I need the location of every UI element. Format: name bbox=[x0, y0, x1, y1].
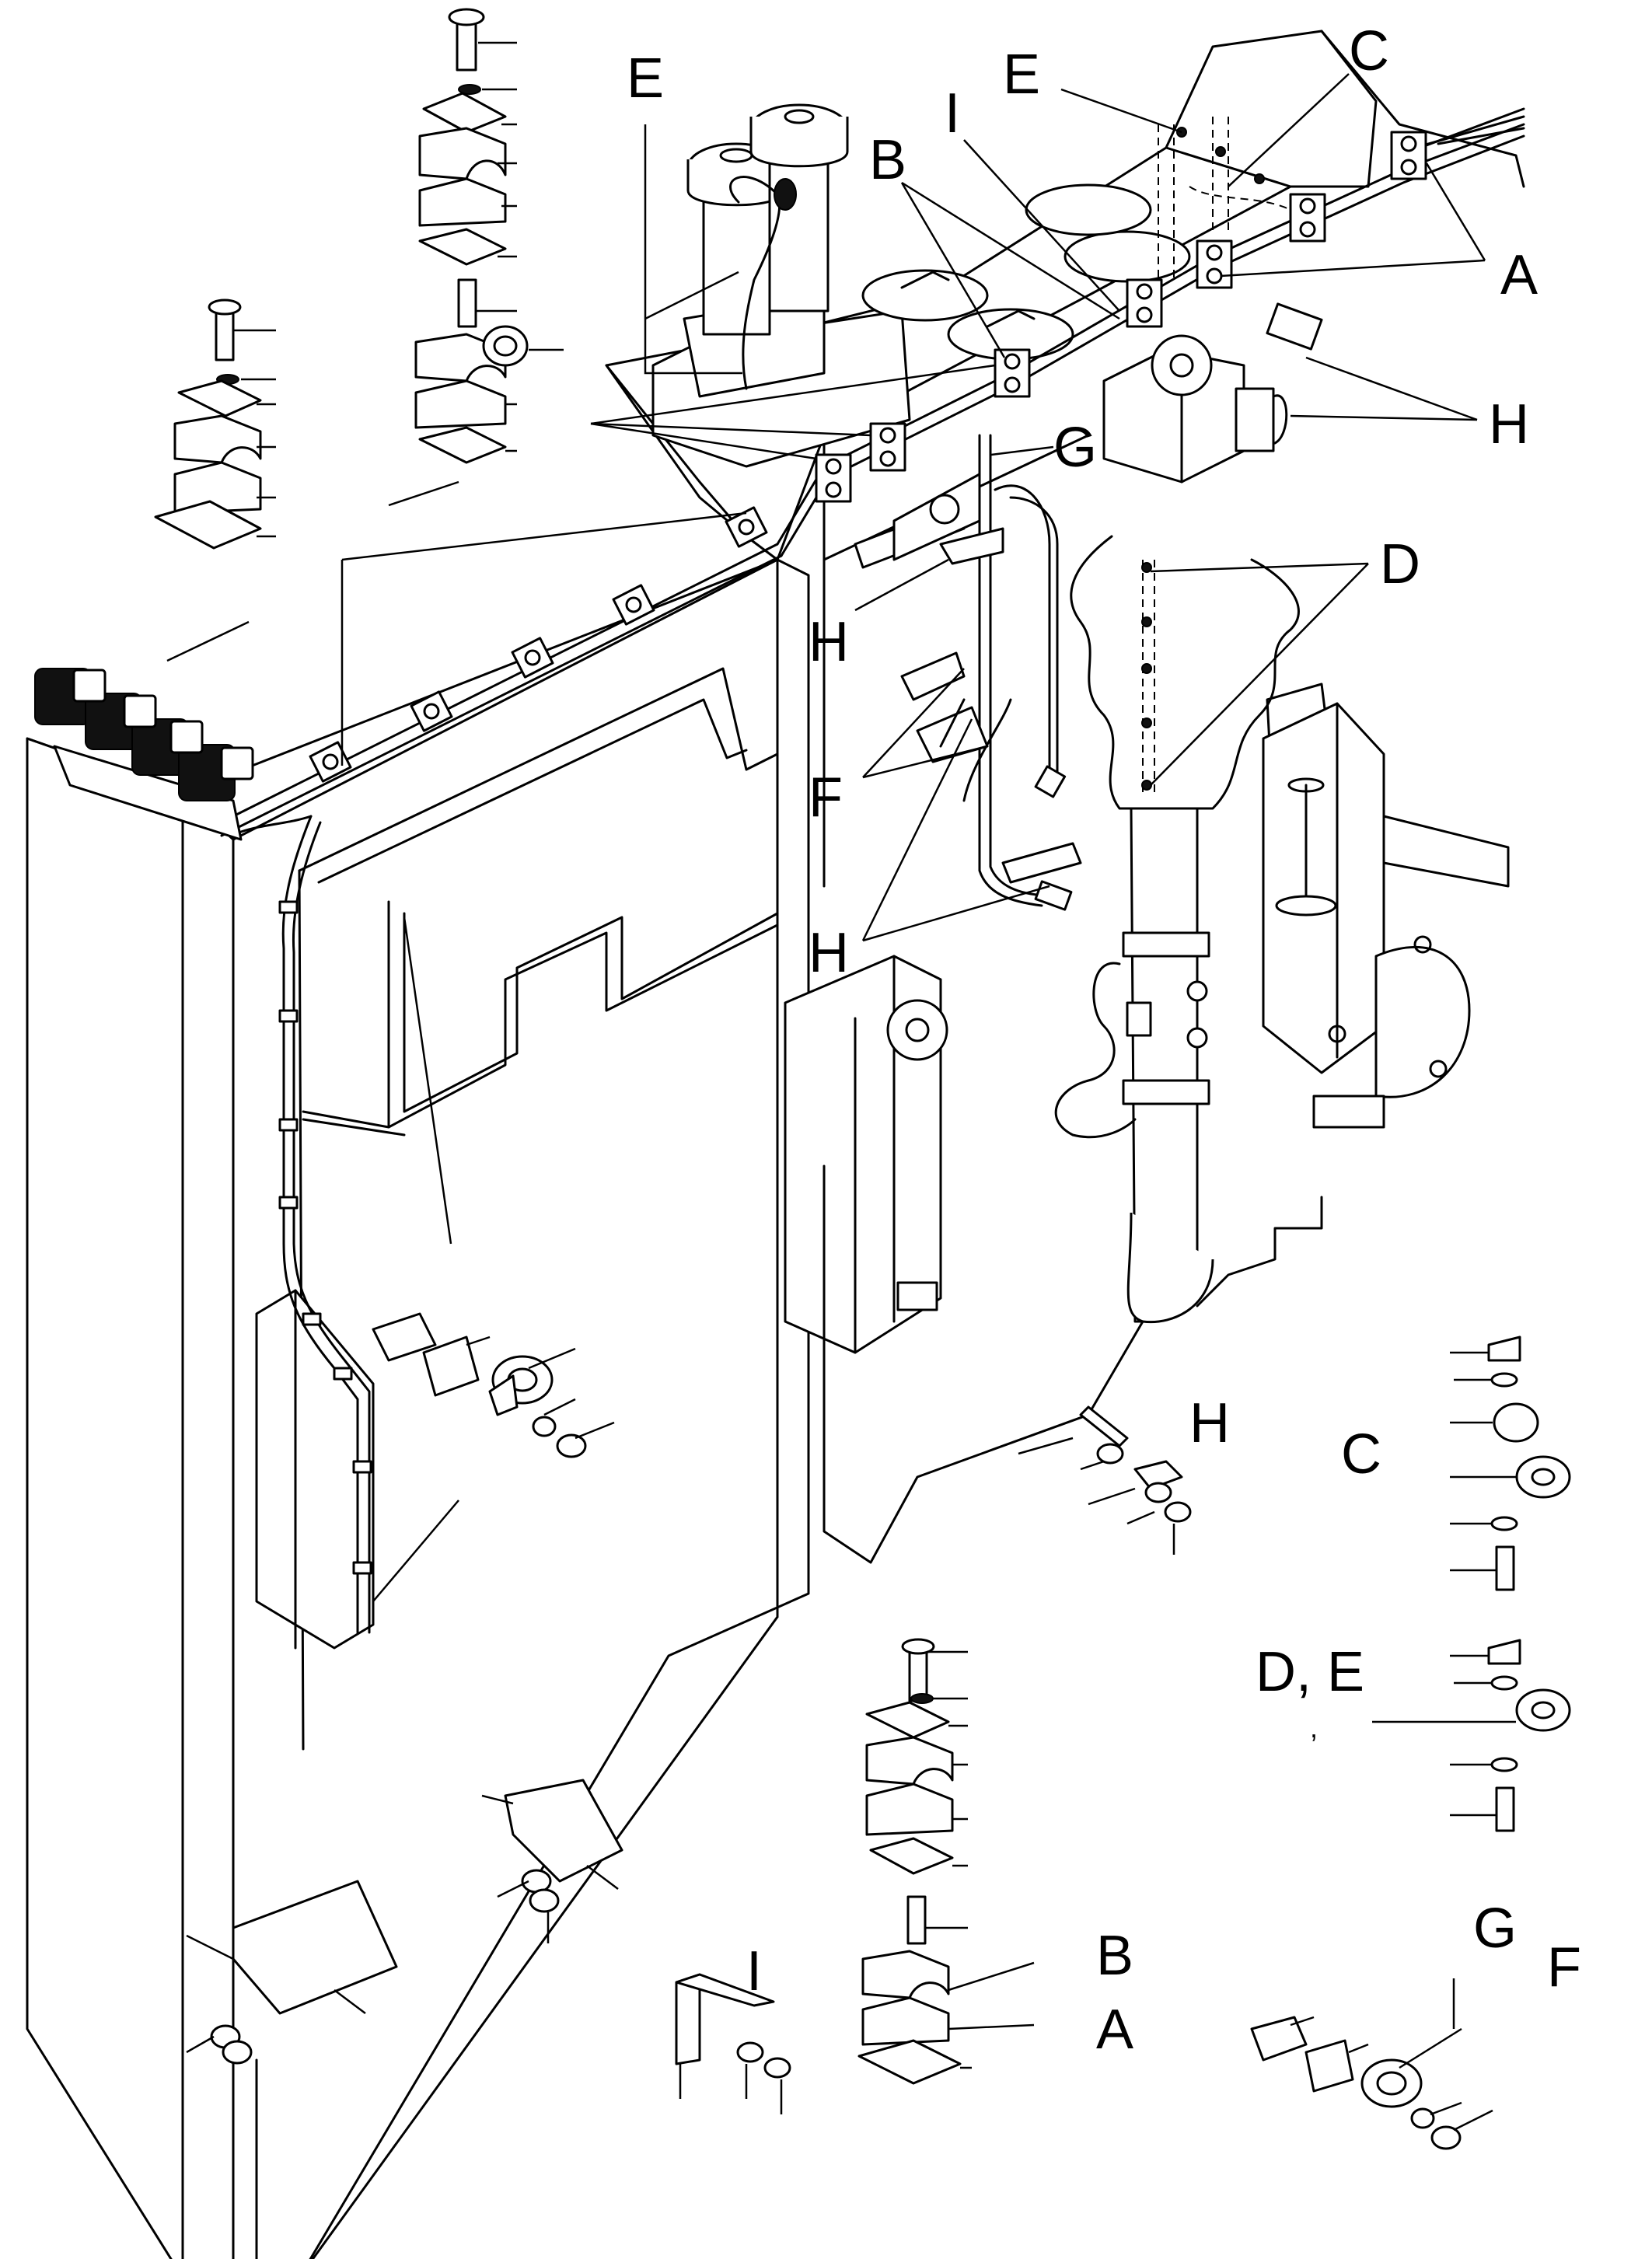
vertical-clips bbox=[278, 900, 372, 1575]
label-A-top: A bbox=[1500, 244, 1538, 306]
label-C-detail: C bbox=[1341, 1423, 1381, 1486]
light-bracket bbox=[53, 745, 243, 841]
label-H-detail: H bbox=[1189, 1392, 1230, 1454]
detail-bracket-H-right bbox=[1018, 1405, 1192, 1555]
detail-clamp-stack-left bbox=[154, 299, 276, 662]
callout-labels: E E C I B A H G D H F H H C D, E , I B A… bbox=[627, 20, 1581, 2061]
tank-2 bbox=[768, 154, 829, 312]
label-E-top-left: E bbox=[627, 47, 664, 110]
label-D-mid: D bbox=[1380, 533, 1420, 595]
machine-body bbox=[26, 30, 1525, 2259]
label-H-lower: H bbox=[809, 922, 849, 984]
wiring-harness bbox=[216, 107, 1525, 1634]
pipe-sensor-cable bbox=[1054, 962, 1137, 1139]
front-panel-outline bbox=[298, 667, 779, 2259]
label-G-detail: G bbox=[1473, 1898, 1517, 1960]
label-C-top: C bbox=[1349, 20, 1389, 82]
label-H-top-right: H bbox=[1489, 393, 1529, 456]
detail-clamp-DE bbox=[1372, 1639, 1571, 1832]
detail-angle-bracket-I bbox=[675, 1973, 791, 2114]
double-clamps bbox=[815, 131, 1427, 503]
label-I-detail: I bbox=[746, 1940, 762, 2002]
label-I-top: I bbox=[945, 82, 960, 145]
detail-clamp-C bbox=[1450, 1335, 1571, 1591]
detail-p-clamp-left bbox=[372, 917, 615, 1602]
round-cover-3 bbox=[1063, 230, 1191, 283]
label-comma-mark: , bbox=[1310, 1712, 1318, 1744]
label-DE-detail: D, E bbox=[1256, 1641, 1364, 1703]
detail-clamp-stack-bottom bbox=[857, 1638, 1035, 2085]
round-cover-4 bbox=[1025, 183, 1152, 236]
right-valve bbox=[1374, 945, 1471, 1098]
label-B-detail: B bbox=[1096, 1925, 1133, 1987]
round-flange bbox=[886, 999, 948, 1061]
detail-p-clamp-right bbox=[1250, 1978, 1493, 2150]
label-E-top-right: E bbox=[1003, 44, 1040, 106]
round-cover-1 bbox=[861, 269, 989, 322]
detail-shields bbox=[186, 1779, 623, 2099]
right-column bbox=[1262, 702, 1385, 1074]
sensor-cable-1 bbox=[978, 434, 1043, 907]
label-A-detail: A bbox=[1096, 1999, 1133, 2061]
work-lights bbox=[34, 668, 254, 841]
detail-clamp-stack-top bbox=[388, 8, 564, 507]
label-B-top: B bbox=[869, 129, 906, 191]
label-G-mid: G bbox=[1053, 417, 1097, 479]
phantom-cloud bbox=[1070, 535, 1300, 810]
label-F-detail: F bbox=[1547, 1936, 1581, 1999]
housing-left-face bbox=[26, 737, 235, 2259]
pipe-flange-upper bbox=[1122, 931, 1210, 958]
clamp-row bbox=[309, 506, 768, 783]
callout-leaders bbox=[341, 73, 1486, 942]
pipe-flange-lower bbox=[1122, 1079, 1210, 1105]
right-shelf bbox=[1382, 815, 1510, 888]
solenoid bbox=[1235, 387, 1275, 452]
label-F-mid: F bbox=[809, 766, 843, 829]
housing-front-face bbox=[232, 558, 810, 2259]
label-H-mid: H bbox=[809, 611, 849, 673]
